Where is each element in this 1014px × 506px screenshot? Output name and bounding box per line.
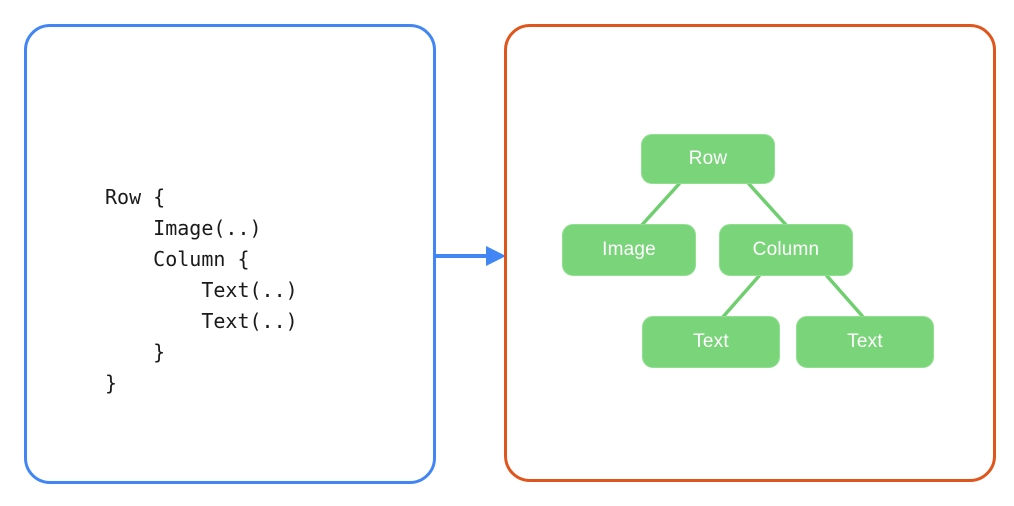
tree-node-text-1[interactable]: Text (642, 316, 780, 368)
composable-code-snippet: Row { Image(..) Column { Text(..) Text(.… (105, 185, 298, 395)
tree-node-label: Text (693, 331, 729, 352)
edge-column-text2 (825, 274, 866, 320)
code-panel: Row { Image(..) Column { Text(..) Text(.… (24, 24, 436, 484)
tree-edges (639, 182, 866, 320)
tree-node-label: Text (847, 331, 883, 352)
tree-node-column[interactable]: Column (719, 224, 853, 276)
tree-node-text-2[interactable]: Text (796, 316, 934, 368)
edge-row-column (747, 182, 789, 228)
tree-node-row[interactable]: Row (641, 134, 775, 184)
tree-node-image[interactable]: Image (562, 224, 696, 276)
edge-column-text1 (720, 274, 761, 320)
tree-node-label: Row (688, 148, 728, 169)
tree-node-label: Column (752, 239, 820, 260)
edge-row-image (639, 182, 681, 228)
tree-node-label: Image (602, 239, 656, 260)
transform-arrow-icon (434, 246, 506, 266)
